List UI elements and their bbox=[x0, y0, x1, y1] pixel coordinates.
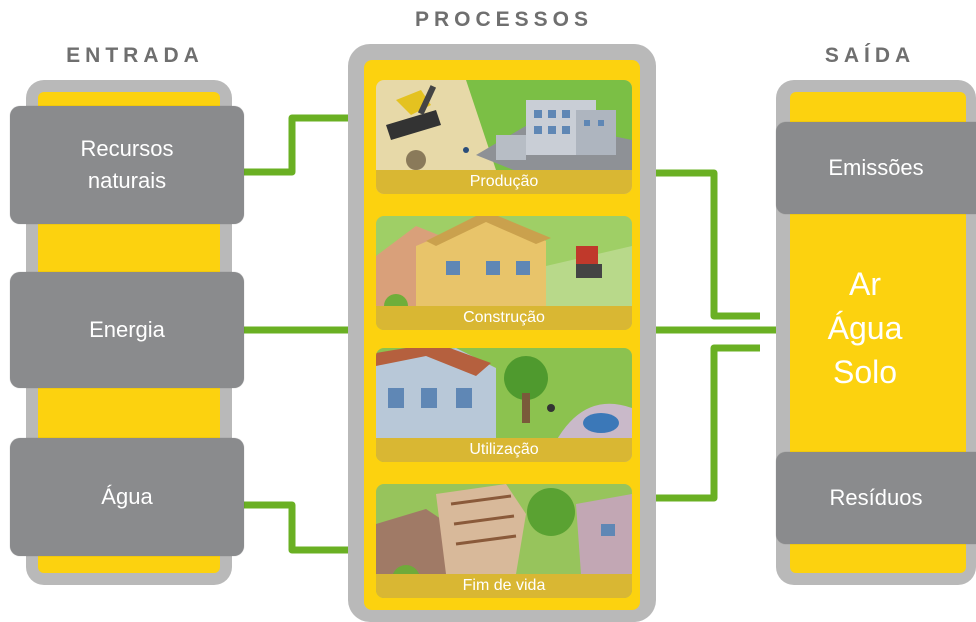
input-agua-label: Água bbox=[101, 484, 153, 509]
input-recursos-label: Recursos naturais bbox=[80, 136, 174, 193]
connector-producao-saida bbox=[650, 169, 760, 320]
input-energia: Energia bbox=[10, 272, 244, 388]
stage-utilizacao: Utilização bbox=[376, 348, 632, 462]
stage-fim-de-vida: Fim de vida bbox=[376, 484, 632, 598]
output-media: Ar Água Solo bbox=[790, 262, 940, 394]
output-media-agua: Água bbox=[827, 310, 903, 346]
stage-producao: Produção bbox=[376, 80, 632, 194]
stage-construcao: Construção bbox=[376, 216, 632, 330]
factory-excavator-illustration bbox=[376, 80, 632, 194]
output-emissoes-label: Emissões bbox=[828, 155, 924, 180]
stage-producao-label: Produção bbox=[376, 170, 632, 194]
stage-utilizacao-label: Utilização bbox=[376, 438, 632, 462]
connector-recursos-producao bbox=[240, 114, 356, 176]
connector-utilizacao-saida bbox=[650, 344, 760, 502]
input-agua: Água bbox=[10, 438, 244, 556]
output-residuos-label: Resíduos bbox=[829, 485, 923, 510]
connector-agua-fim-de-vida bbox=[240, 501, 356, 554]
heading-processos: PROCESSOS bbox=[414, 8, 594, 31]
output-media-solo: Solo bbox=[832, 354, 898, 390]
stage-fim-de-vida-label: Fim de vida bbox=[376, 574, 632, 598]
stage-construcao-label: Construção bbox=[376, 306, 632, 330]
output-media-ar: Ar bbox=[849, 266, 881, 302]
input-recursos-naturais: Recursos naturais bbox=[10, 106, 244, 224]
output-emissoes: Emissões bbox=[776, 122, 976, 214]
output-residuos: Resíduos bbox=[776, 452, 976, 544]
heading-saida: SAÍDA bbox=[824, 44, 916, 67]
input-energia-label: Energia bbox=[89, 317, 165, 342]
heading-entrada: ENTRADA bbox=[66, 44, 204, 67]
